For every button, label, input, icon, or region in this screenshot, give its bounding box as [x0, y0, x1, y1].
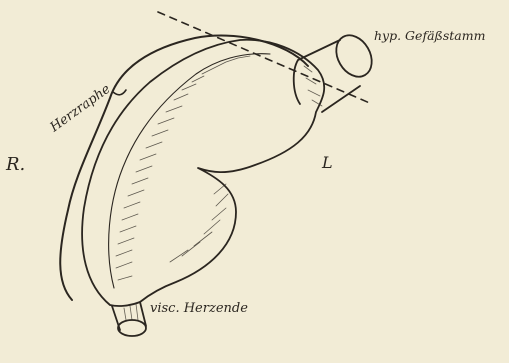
visceral-end-opening	[118, 320, 146, 336]
inner-wall-line	[109, 54, 270, 288]
label-raphe: Herzraphe	[47, 82, 114, 136]
label-right-side: R.	[5, 154, 25, 175]
label-vessel-trunk: hyp. Gefäßstamm	[374, 28, 485, 43]
shading-hatch	[116, 56, 250, 280]
dashed-section-line	[158, 12, 372, 104]
raphe-bump	[113, 90, 126, 95]
vessel-trunk	[294, 29, 379, 112]
vessel-trunk-outline	[294, 40, 360, 112]
label-visceral-end: visc. Herzende	[150, 301, 248, 316]
vessel-trunk-opening	[329, 29, 379, 83]
raphe-outline	[60, 36, 308, 300]
visceral-end-tube	[112, 302, 146, 336]
label-left-side: L	[321, 153, 333, 172]
